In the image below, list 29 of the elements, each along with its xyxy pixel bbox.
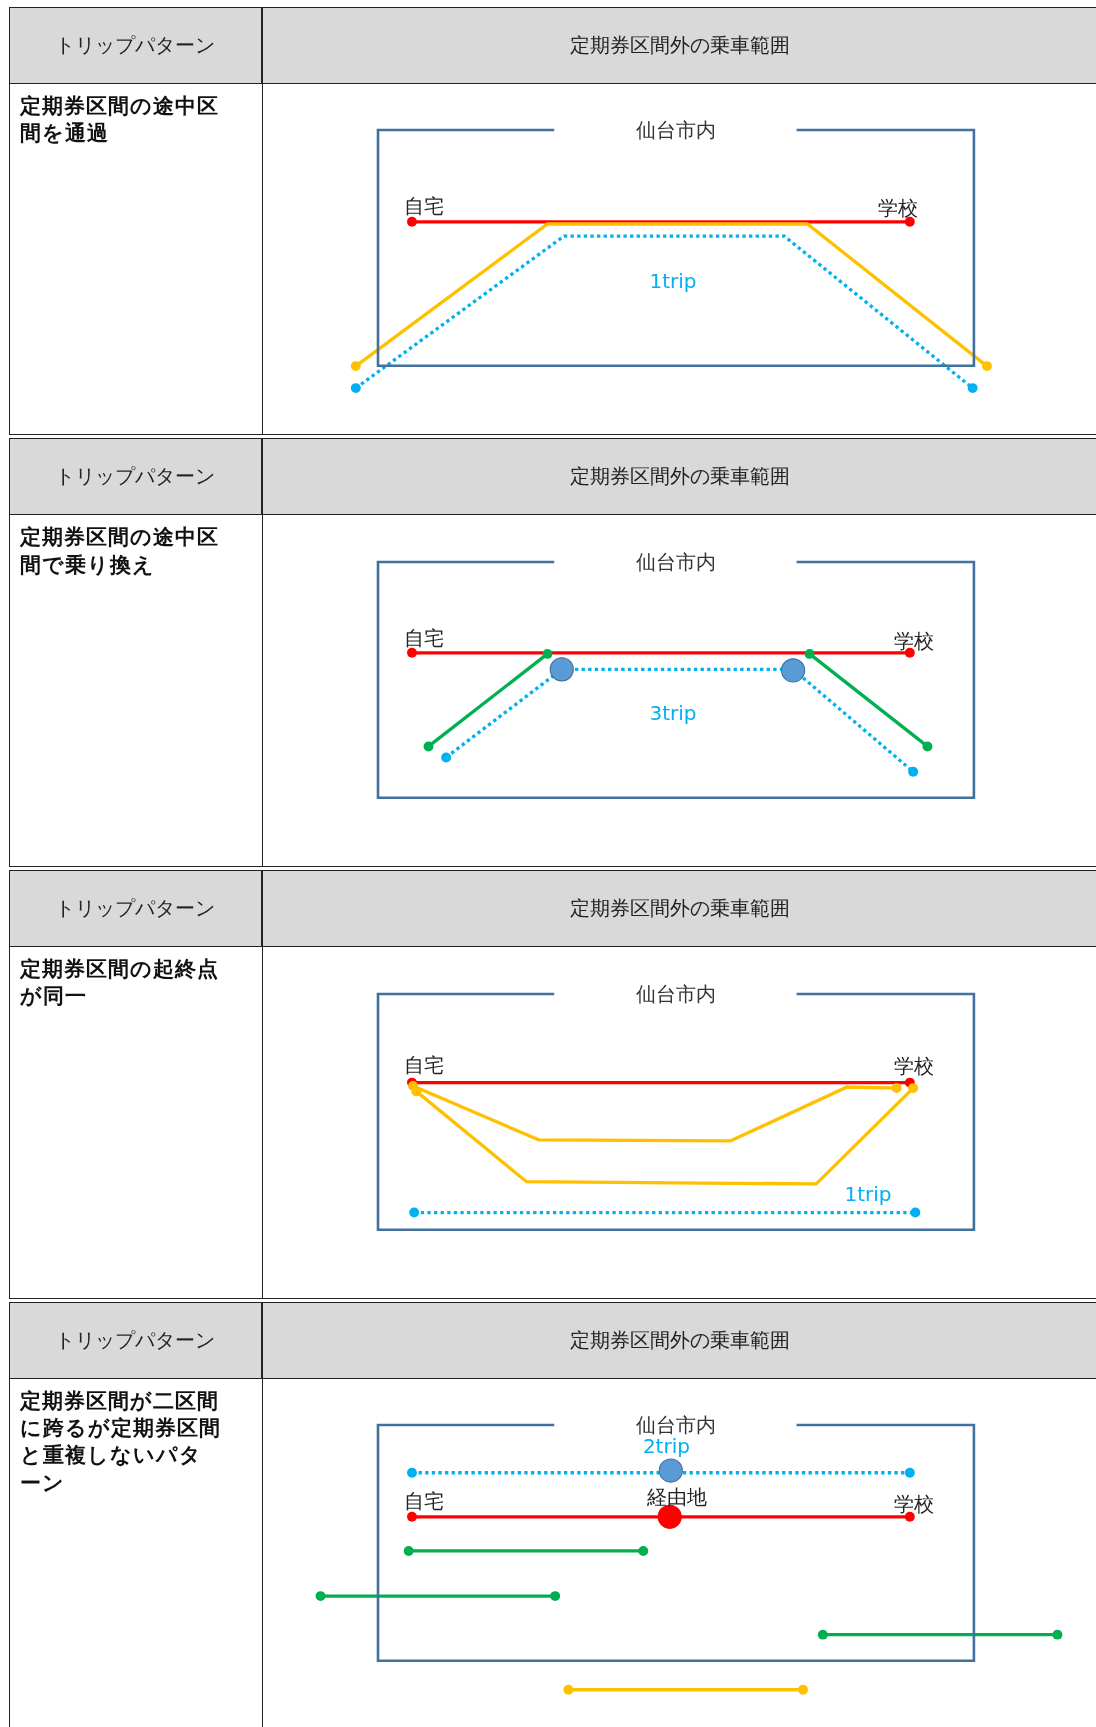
trip-count-label: 3trip <box>649 702 697 723</box>
place-label: 自宅 <box>404 627 445 648</box>
trip-count-label: 1trip <box>844 1184 892 1204</box>
pattern-description: 定期券区間の途中区間で乗り換え <box>19 524 220 579</box>
area-label: 仙台市内 <box>635 551 716 572</box>
column-header: 定期券区間外の乗車範囲 <box>262 6 1096 84</box>
area-label: 仙台市内 <box>635 119 716 140</box>
column-header: トリップパターン <box>8 6 263 84</box>
place-label: 学校 <box>894 1056 935 1077</box>
place-label: 学校 <box>894 1493 935 1514</box>
place-label: 経由地 <box>647 1486 708 1507</box>
column-header: 定期券区間外の乗車範囲 <box>262 870 1096 948</box>
area-label: 仙台市内 <box>635 983 716 1004</box>
place-label: 学校 <box>894 631 935 652</box>
trip-count-label: 1trip <box>649 270 697 291</box>
column-header: 定期券区間外の乗車範囲 <box>262 1301 1096 1380</box>
place-label: 自宅 <box>404 1055 445 1076</box>
column-header: トリップパターン <box>8 870 263 948</box>
pattern-description: 定期券区間が二区間に跨るが定期券区間と重複しないパターン <box>19 1387 222 1497</box>
place-label: 自宅 <box>404 195 445 216</box>
place-label: 学校 <box>877 198 918 219</box>
column-header: トリップパターン <box>8 1301 263 1380</box>
place-label: 自宅 <box>404 1491 445 1512</box>
pattern-description: 定期券区間の途中区間を通過 <box>19 92 220 147</box>
column-header: トリップパターン <box>8 438 263 516</box>
pattern-description: 定期券区間の起終点が同一 <box>19 956 220 1011</box>
area-label: 仙台市内 <box>635 1415 716 1436</box>
trip-count-label: 2trip <box>642 1436 690 1457</box>
column-header: 定期券区間外の乗車範囲 <box>262 438 1096 516</box>
